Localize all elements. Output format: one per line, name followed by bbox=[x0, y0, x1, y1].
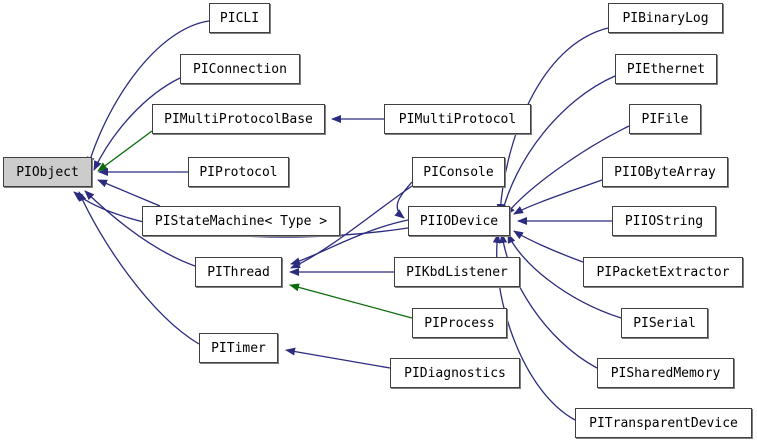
class-node-piiostring[interactable]: PIIOString bbox=[612, 206, 716, 236]
inheritance-edge-pistatemachine-to-piobject bbox=[97, 179, 161, 207]
class-node-label: PIDiagnostics bbox=[404, 365, 506, 381]
class-node-label: PIIOString bbox=[624, 213, 704, 229]
class-node-label: PIObject bbox=[16, 164, 79, 180]
class-node-label: PISerial bbox=[633, 315, 696, 331]
class-node-label: PIThread bbox=[207, 264, 270, 280]
class-node-pibinarylog[interactable]: PIBinaryLog bbox=[608, 3, 723, 33]
class-node-piiodevice[interactable]: PIIODevice bbox=[408, 206, 510, 236]
class-node-pidiagnostics[interactable]: PIDiagnostics bbox=[390, 358, 520, 388]
class-node-label: PISharedMemory bbox=[610, 365, 721, 381]
class-node-label: PIPacketExtractor bbox=[596, 264, 730, 280]
class-node-label: PIMultiProtocol bbox=[398, 111, 517, 127]
class-node-label: PITimer bbox=[211, 340, 266, 356]
class-node-label: PIFile bbox=[641, 111, 689, 127]
inheritance-edge-piiobytearray-to-piiodevice bbox=[513, 179, 603, 215]
class-node-label: PIConsole bbox=[423, 164, 494, 180]
class-node-picli[interactable]: PICLI bbox=[209, 3, 270, 33]
inheritance-edge-piethernet-to-piiodevice bbox=[500, 75, 616, 215]
class-node-label: PIBinaryLog bbox=[622, 10, 709, 26]
class-node-pithread[interactable]: PIThread bbox=[195, 257, 282, 287]
class-node-pikbdlistener[interactable]: PIKbdListener bbox=[394, 257, 520, 287]
inheritance-edge-pipacketextractor-to-piiodevice bbox=[513, 230, 584, 263]
class-node-piserial[interactable]: PISerial bbox=[621, 308, 708, 338]
class-node-label: PIIODevice bbox=[419, 213, 499, 229]
class-node-pipacketextractor[interactable]: PIPacketExtractor bbox=[583, 257, 743, 287]
class-node-piprocess[interactable]: PIProcess bbox=[412, 308, 507, 338]
class-node-piprotocol[interactable]: PIProtocol bbox=[188, 157, 289, 187]
class-node-label: PITransparentDevice bbox=[589, 415, 738, 431]
class-node-label: PIProcess bbox=[424, 315, 495, 331]
class-node-label: PIProtocol bbox=[199, 164, 278, 180]
class-node-label: PIEthernet bbox=[626, 61, 706, 77]
class-node-label: PIMultiProtocolBase bbox=[164, 111, 313, 127]
class-node-pisharedmemory[interactable]: PISharedMemory bbox=[597, 358, 734, 388]
class-node-pistatemachine[interactable]: PIStateMachine< Type > bbox=[142, 206, 340, 236]
class-node-label: PIStateMachine< Type > bbox=[154, 213, 328, 229]
class-node-pimultiprotocolbase[interactable]: PIMultiProtocolBase bbox=[152, 104, 325, 134]
class-node-pifile[interactable]: PIFile bbox=[629, 104, 701, 134]
class-node-label: PICLI bbox=[219, 10, 260, 26]
class-node-pitimer[interactable]: PITimer bbox=[199, 333, 278, 363]
class-node-piethernet[interactable]: PIEthernet bbox=[615, 54, 717, 84]
class-node-piobject[interactable]: PIObject bbox=[3, 157, 92, 187]
inheritance-edge-picli-to-piobject bbox=[86, 20, 210, 167]
inheritance-edge-pimultiprotocolbase-to-piobject bbox=[97, 130, 153, 172]
class-node-label: PIKbdListener bbox=[406, 264, 508, 280]
class-node-piconsole[interactable]: PIConsole bbox=[412, 157, 505, 187]
inheritance-edge-pisharedmemory-to-piiodevice bbox=[499, 233, 598, 369]
class-node-piconnection[interactable]: PIConnection bbox=[180, 54, 300, 84]
inheritance-edge-piprocess-to-pithread bbox=[289, 283, 413, 319]
class-node-label: PIIOByteArray bbox=[614, 164, 716, 180]
class-node-pimultiprotocol[interactable]: PIMultiProtocol bbox=[384, 104, 531, 134]
class-node-pitransparentdevice[interactable]: PITransparentDevice bbox=[575, 408, 752, 438]
class-node-label: PIConnection bbox=[193, 61, 287, 77]
class-node-piiobytearray[interactable]: PIIOByteArray bbox=[602, 157, 728, 187]
inheritance-edge-pidiagnostics-to-pitimer bbox=[285, 347, 391, 369]
